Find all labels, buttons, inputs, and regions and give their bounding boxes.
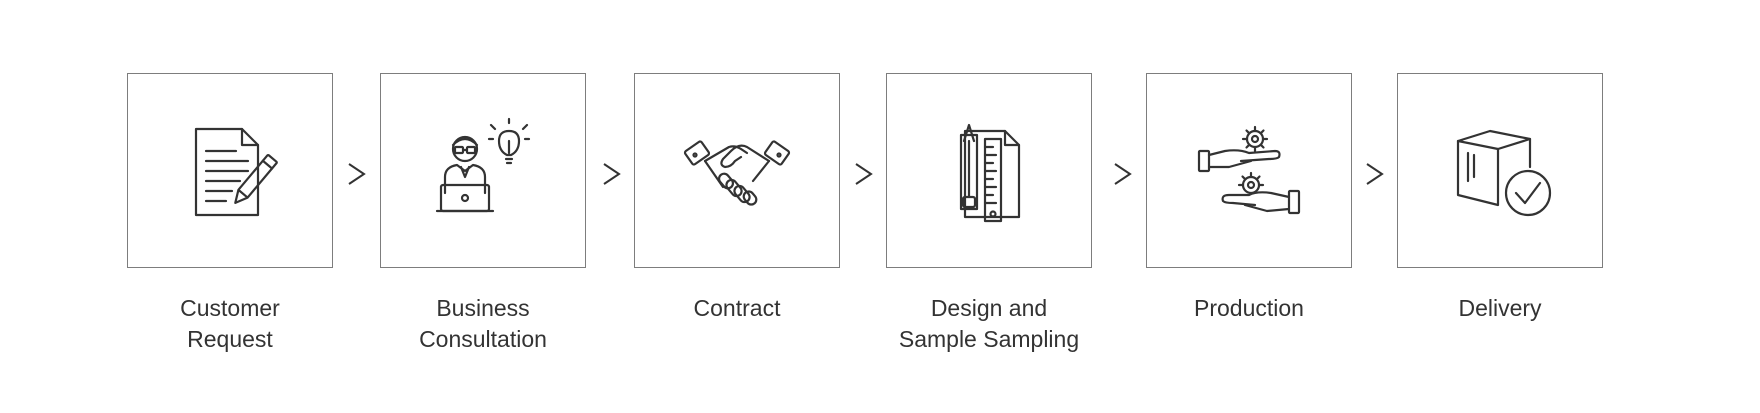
step-label-production: Production <box>1194 295 1304 321</box>
step-label-design-and-sample-sampling: Design and Sample Sampling <box>898 295 1080 352</box>
hands-gears-icon <box>1189 111 1309 231</box>
step-box-contract <box>634 73 840 268</box>
step-label-business-consultation: Business Consultation <box>419 295 547 352</box>
arrow-right-icon <box>1362 158 1388 190</box>
bottom-gear-icon <box>1239 173 1263 193</box>
box-check-icon <box>1440 111 1560 231</box>
step-box-customer-request <box>127 73 333 268</box>
document-pen-icon <box>170 111 290 231</box>
step-box-business-consultation <box>380 73 586 268</box>
step-box-delivery <box>1397 73 1603 268</box>
step-box-production <box>1146 73 1352 268</box>
step-label-customer-request: Customer Request <box>180 295 280 352</box>
step-label-delivery: Delivery <box>1458 295 1542 321</box>
arrow-right-icon <box>599 158 625 190</box>
top-gear-icon <box>1243 127 1267 151</box>
ruler-pencil-document-icon <box>929 111 1049 231</box>
arrow-right-icon <box>1110 158 1136 190</box>
step-box-design-and-sample-sampling <box>886 73 1092 268</box>
handshake-icon <box>677 111 797 231</box>
step-label-contract: Contract <box>693 295 781 321</box>
arrow-right-icon <box>344 158 370 190</box>
arrow-right-icon <box>851 158 877 190</box>
consultant-laptop-idea-icon <box>423 111 543 231</box>
